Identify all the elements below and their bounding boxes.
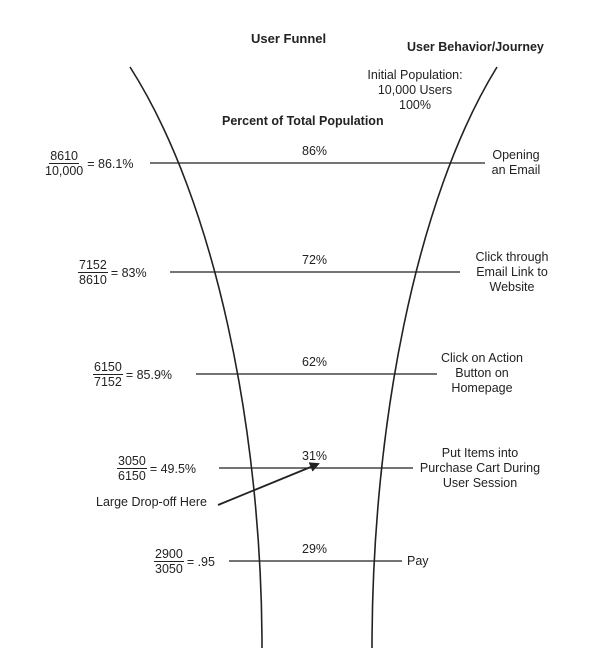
stage-2-label-line-2: Email Link to [476,265,548,279]
stage-5-denominator: 3050 [155,562,183,576]
stage-4-label-line-2: Purchase Cart During [419,461,541,475]
behavior-header: User Behavior/Journey [407,40,544,54]
stage-2-ratio: = 83% [110,265,147,280]
stage-4-conversion: 3050 6150 = 49.5% [117,454,196,483]
stage-4-percent: 31% [302,449,328,463]
stage-1-label: Opening an Email [476,148,556,178]
stage-3-ratio: = 85.9% [125,367,173,382]
stage-1-denominator: 10,000 [45,164,84,178]
initial-line-1: Initial Population: [367,68,463,82]
funnel-left-curve [129,66,263,649]
stage-4-denominator: 6150 [118,469,146,483]
stage-1-label-line-1: Opening [492,148,540,162]
stage-3-percent: 62% [302,355,328,369]
stage-3-label: Click on Action Button on Homepage [432,351,532,396]
stage-1-numerator: 8610 [49,149,80,164]
stage-2-percent: 72% [302,253,328,267]
stage-4-label-line-1: Put Items into [441,446,519,460]
stage-2-label-line-1: Click through [475,250,549,264]
stage-3-label-line-2: Button on [455,366,509,380]
stage-3-conversion: 6150 7152 = 85.9% [93,360,172,389]
stage-4-numerator: 3050 [117,454,147,469]
stage-1-conversion: 8610 10,000 = 86.1% [44,149,133,178]
initial-population-label: Initial Population: 10,000 Users 100% [355,68,475,113]
initial-line-3: 100% [399,98,431,112]
funnel-right-curve [371,66,498,649]
initial-line-2: 10,000 Users [377,83,453,97]
stage-3-label-line-3: Homepage [451,381,513,395]
stage-2-conversion: 7152 8610 = 83% [78,258,147,287]
stage-3-denominator: 7152 [94,375,122,389]
diagram-title: User Funnel [251,31,327,46]
stage-5-conversion: 2900 3050 = .95 [154,547,215,576]
stage-1-percent: 86% [302,144,328,158]
stage-5-percent: 29% [302,542,328,556]
dropoff-arrow [217,462,320,506]
stage-2-numerator: 7152 [78,258,108,273]
stage-1-label-line-2: an Email [491,163,541,177]
stage-4-ratio: = 49.5% [149,461,197,476]
stage-2-label: Click through Email Link to Website [462,250,562,295]
stage-1-ratio: = 86.1% [87,156,134,171]
stage-4-label: Put Items into Purchase Cart During User… [412,446,548,491]
percent-header: Percent of Total Population [222,114,384,128]
stage-2-denominator: 8610 [79,273,107,287]
dropoff-note: Large Drop-off Here [96,495,207,509]
stage-5-label: Pay [407,554,429,569]
stage-4-label-line-3: User Session [442,476,518,490]
stage-3-numerator: 6150 [93,360,123,375]
stage-5-numerator: 2900 [154,547,184,562]
stage-5-ratio: = .95 [186,554,215,569]
stage-5-label-line-1: Pay [407,554,429,568]
stage-2-label-line-3: Website [489,280,535,294]
stage-3-label-line-1: Click on Action [441,351,523,365]
